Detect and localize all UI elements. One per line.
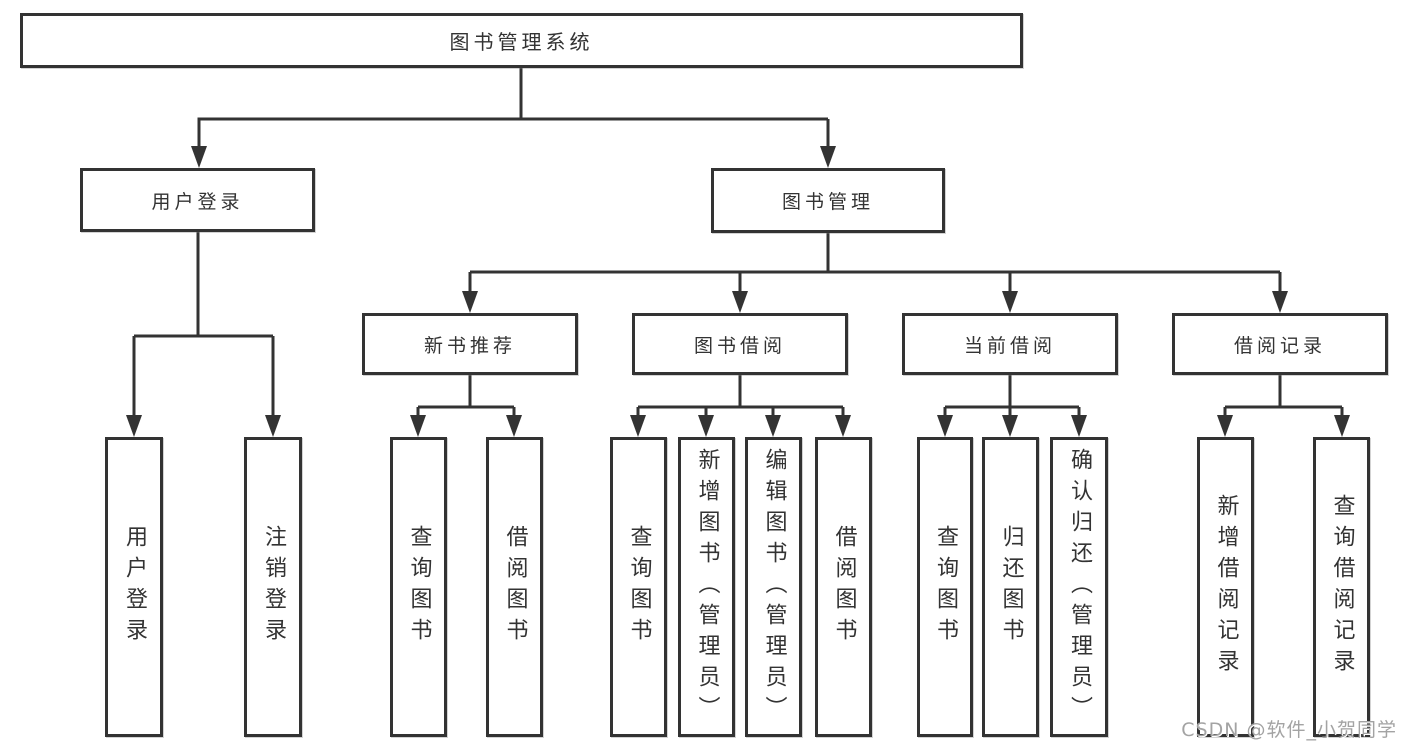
connector-borrowrecord-to-leaves [1217,375,1350,437]
node-leaf-user-login: 用户登录 [105,437,163,737]
node-label: 查询图书 [626,525,652,649]
node-label: 查询借阅记录 [1329,494,1355,680]
connector-bookmgmt-to-level3 [462,233,1288,313]
node-leaf-add-borrow-record: 新增借阅记录 [1197,437,1254,737]
connector-root-to-level2 [191,68,836,168]
node-library-management-system: 图书管理系统 [20,13,1023,68]
node-leaf-edit-books-admin: 编辑图书（管理员） [745,437,802,737]
node-current-borrowing: 当前借阅 [902,313,1118,375]
node-label: 归还图书 [998,525,1024,649]
node-leaf-query-books-3: 查询图书 [917,437,973,737]
node-borrowing-records: 借阅记录 [1172,313,1388,375]
node-leaf-query-books-1: 查询图书 [390,437,447,737]
node-label: 编辑图书（管理员） [761,447,787,727]
node-label: 用户登录 [122,525,147,649]
node-book-borrowing: 图书借阅 [632,313,848,375]
node-leaf-add-books-admin: 新增图书（管理员） [678,437,735,737]
node-new-book-recommendation: 新书推荐 [362,313,578,375]
node-label: 确认归还（管理员） [1067,447,1092,727]
node-leaf-logout: 注销登录 [244,437,302,737]
node-label: 新增图书（管理员） [694,447,720,727]
node-leaf-return-books: 归还图书 [982,437,1039,737]
connector-bookborrow-to-leaves [630,375,851,437]
node-label: 借阅图书 [831,525,857,649]
node-label: 新增借阅记录 [1213,494,1239,680]
node-leaf-query-books-2: 查询图书 [610,437,667,737]
node-user-login: 用户登录 [80,168,315,232]
node-leaf-confirm-return-admin: 确认归还（管理员） [1050,437,1108,737]
node-leaf-borrow-books-2: 借阅图书 [815,437,872,737]
node-label: 借阅图书 [502,525,528,649]
connector-userlogin-to-leaves [126,232,281,437]
node-label: 查询图书 [406,525,432,649]
node-leaf-query-borrow-record: 查询借阅记录 [1313,437,1370,737]
node-leaf-borrow-books-1: 借阅图书 [486,437,543,737]
connector-currentborrow-to-leaves [937,375,1087,437]
connector-newbookrec-to-leaves [410,375,522,437]
node-label: 查询图书 [933,525,958,649]
csdn-watermark: CSDN @软件_小贺同学 [1181,719,1397,741]
node-book-management: 图书管理 [711,168,945,233]
node-label: 注销登录 [261,525,286,649]
